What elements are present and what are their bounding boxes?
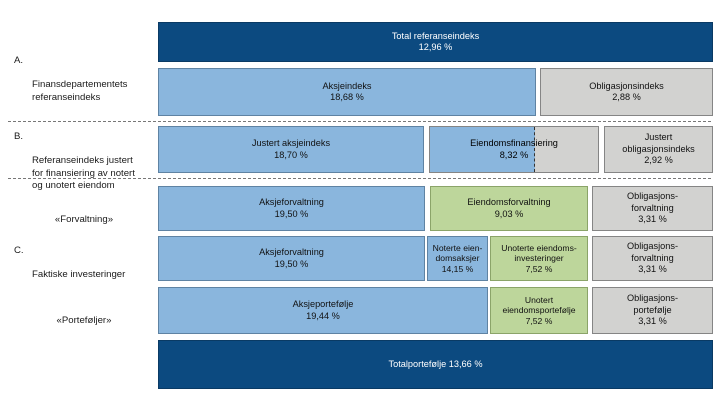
- bar-obligasjonsportefolje[interactable]: Obligasjons- portefølje 3,31 %: [592, 287, 713, 334]
- sublabel-portefoljer: «Porteføljer»: [14, 303, 154, 340]
- sublabel-portefoljer-text: «Porteføljer»: [56, 315, 112, 327]
- bar-eiendomsfinansiering[interactable]: Eiendomsfinansiering 8,32 %: [429, 126, 599, 173]
- bar-unoterte-eiendomsinvesteringer-label: Unoterte eiendoms- investeringer: [501, 242, 577, 264]
- bar-totalportefolje[interactable]: Totalportefølje 13,66 %: [158, 340, 713, 389]
- bar-aksjeindeks-value: 18,68 %: [330, 92, 364, 102]
- bar-obligasjonsportefolje-value: 3,31 %: [638, 316, 667, 327]
- eiendomsfinansiering-blue-fill: [430, 127, 536, 172]
- bar-unotert-eiendomsportefolje-value: 7,52 %: [525, 315, 553, 326]
- bar-aksjeportefolje[interactable]: Aksjeportefølje 19,44 %: [158, 287, 488, 334]
- divider-a-b: [8, 121, 711, 122]
- bar-total-referanseindeks[interactable]: Total referanseindeks 12,96 %: [158, 22, 713, 62]
- divider-b-c: [8, 178, 711, 179]
- section-text-b: Referanseindeks justert for finansiering…: [32, 155, 135, 191]
- bar-obligasjonsportefolje-label: Obligasjons- portefølje: [626, 293, 679, 315]
- section-label-a: A. Finansdepartementets referanseindeks: [14, 55, 154, 116]
- bar-aksjeindeks[interactable]: Aksjeindeks 18,68 %: [158, 68, 536, 116]
- bar-aksjeportefolje-value: 19,44 %: [306, 310, 340, 321]
- sublabel-forvaltning: «Forvaltning»: [14, 202, 154, 239]
- bar-noterte-eiendomsaksjer[interactable]: Noterte eien- domsaksjer 14,15 %: [427, 236, 488, 281]
- section-label-b: B. Referanseindeks justert for finansier…: [14, 131, 159, 204]
- bar-obligasjonsforvaltning-2-value: 3,31 %: [638, 264, 667, 275]
- bar-justert-obligasjonsindeks-value: 2,92 %: [644, 155, 673, 166]
- bar-total-referanseindeks-value: 12,96 %: [418, 42, 453, 52]
- bar-eiendomsforvaltning[interactable]: Eiendomsforvaltning 9,03 %: [430, 186, 588, 231]
- bar-eiendomsforvaltning-label: Eiendomsforvaltning: [467, 197, 551, 208]
- bar-aksjeindeks-label: Aksjeindeks: [322, 80, 372, 91]
- bar-obligasjonsindeks[interactable]: Obligasjonsindeks 2,88 %: [540, 68, 713, 116]
- section-text-c: Faktiske investeringer: [32, 269, 126, 281]
- bar-eiendomsfinansiering-value: 8,32 %: [499, 149, 529, 160]
- bar-obligasjonsforvaltning-2-label: Obligasjons- forvaltning: [626, 241, 679, 263]
- bar-aksjeforvaltning[interactable]: Aksjeforvaltning 19,50 %: [158, 186, 425, 231]
- bar-obligasjonsforvaltning-value: 3,31 %: [638, 214, 667, 225]
- bar-totalportefolje-label: Totalportefølje 13,66 %: [388, 358, 483, 369]
- bar-unotert-eiendomsportefolje[interactable]: Unotert eiendomsportefølje 7,52 %: [490, 287, 588, 334]
- section-letter-b: B.: [14, 131, 24, 142]
- bar-obligasjonsforvaltning[interactable]: Obligasjons- forvaltning 3,31 %: [592, 186, 713, 231]
- sublabel-forvaltning-text: «Forvaltning»: [54, 214, 114, 226]
- bar-aksjeforvaltning-2-value: 19,50 %: [274, 258, 309, 269]
- bar-unoterte-eiendomsinvesteringer[interactable]: Unoterte eiendoms- investeringer 7,52 %: [490, 236, 588, 281]
- section-letter-a: A.: [14, 55, 24, 66]
- bar-obligasjonsindeks-value: 2,88 %: [612, 92, 641, 102]
- section-letter-c: C.: [14, 245, 24, 256]
- bar-unoterte-eiendomsinvesteringer-value: 7,52 %: [525, 263, 553, 274]
- bar-unotert-eiendomsportefolje-label: Unotert eiendomsportefølje: [502, 294, 576, 316]
- bar-justert-obligasjonsindeks[interactable]: Justert obligasjonsindeks 2,92 %: [604, 126, 713, 173]
- section-label-c: C. Faktiske investeringer: [14, 245, 154, 294]
- bar-justert-obligasjonsindeks-label: Justert obligasjonsindeks: [622, 132, 695, 154]
- bar-aksjeforvaltning-2-label: Aksjeforvaltning: [259, 247, 324, 258]
- bar-noterte-eiendomsaksjer-label: Noterte eien- domsaksjer: [432, 242, 483, 264]
- bar-obligasjonsforvaltning-label: Obligasjons- forvaltning: [626, 191, 679, 213]
- bar-eiendomsforvaltning-value: 9,03 %: [494, 208, 524, 219]
- bar-justert-aksjeindeks-value: 18,70 %: [274, 149, 308, 160]
- bar-obligasjonsindeks-label: Obligasjonsindeks: [589, 80, 664, 91]
- bar-obligasjonsforvaltning-2[interactable]: Obligasjons- forvaltning 3,31 %: [592, 236, 713, 281]
- bar-aksjeforvaltning-value: 19,50 %: [274, 208, 309, 219]
- bar-aksjeforvaltning-label: Aksjeforvaltning: [259, 197, 324, 208]
- bar-total-referanseindeks-label: Total referanseindeks: [391, 30, 480, 41]
- bar-aksjeportefolje-label: Aksjeportefølje: [292, 299, 354, 310]
- bar-justert-aksjeindeks-label: Justert aksjeindeks: [251, 138, 331, 149]
- section-text-a: Finansdepartementets referanseindeks: [32, 79, 128, 103]
- bar-eiendomsfinansiering-label: Eiendomsfinansiering: [470, 138, 558, 149]
- bar-aksjeforvaltning-2[interactable]: Aksjeforvaltning 19,50 %: [158, 236, 425, 281]
- bar-noterte-eiendomsaksjer-value: 14,15 %: [441, 263, 474, 274]
- bar-justert-aksjeindeks[interactable]: Justert aksjeindeks 18,70 %: [158, 126, 424, 173]
